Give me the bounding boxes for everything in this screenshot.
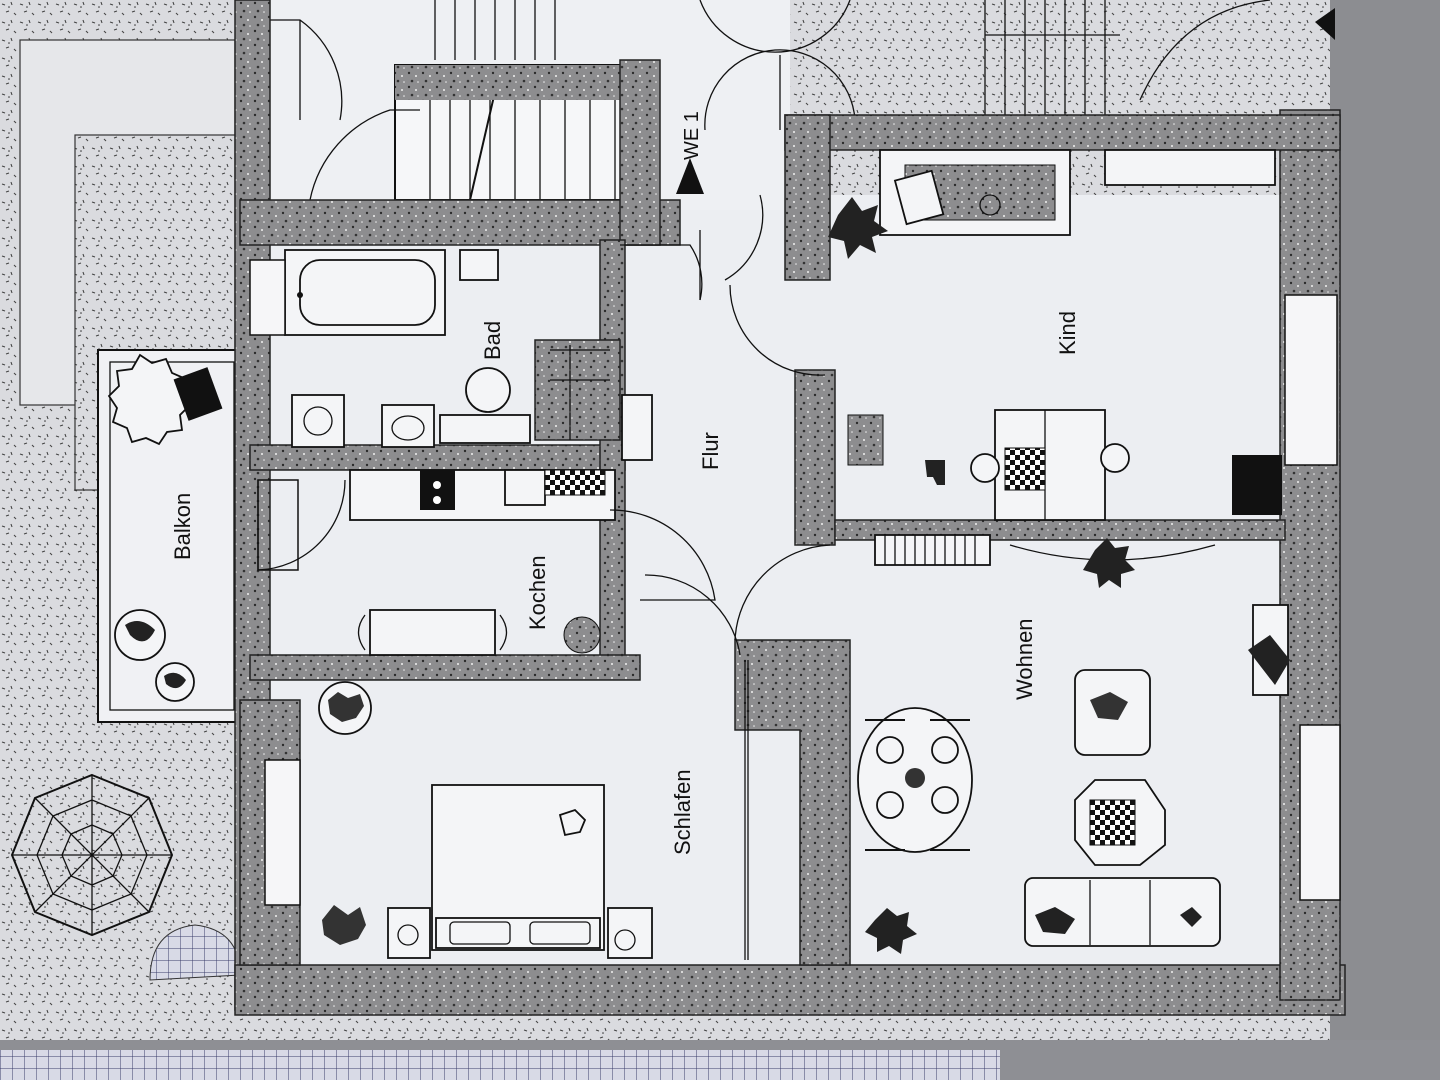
wall-kitchen-bottom [249, 654, 641, 681]
coffee-table-icon [1074, 779, 1166, 866]
room-label-bad: Bad [480, 321, 505, 360]
unit-entry-marker: WE 1 [676, 111, 704, 194]
kochen-door-swing [609, 509, 716, 601]
kind-door-swing [729, 284, 826, 376]
shaft-lines [550, 345, 610, 440]
bath-window [249, 259, 286, 336]
bedroom-window [264, 759, 301, 906]
staircase-right [984, 0, 1271, 125]
wohnen-plant-icon [1083, 538, 1135, 588]
entry-door-swing [620, 194, 764, 301]
sink-icon [381, 404, 435, 448]
wohnen-window [1299, 724, 1341, 901]
staircase-top [434, 0, 556, 60]
stair-door-swings [240, 0, 856, 201]
wall-top-right [784, 114, 1341, 151]
rocking-horse-icon [925, 460, 945, 485]
tv-stand-icon [1248, 604, 1290, 696]
dining-chairs [865, 719, 970, 851]
room-label-kochen: Kochen [525, 555, 550, 630]
kind-wardrobe [1104, 149, 1276, 186]
room-label-wohnen: Wohnen [1012, 618, 1037, 700]
bedroom-plant-icon [318, 681, 372, 735]
kitchen-counter [349, 469, 616, 521]
bath-mat-icon [459, 249, 499, 281]
nightstand-right-icon [607, 907, 653, 959]
desk-icon [994, 409, 1106, 521]
wall-kind-left [794, 369, 836, 546]
kind-window [1284, 294, 1338, 466]
unit-marker-label: WE 1 [681, 111, 703, 160]
dining-table-icon [857, 707, 973, 853]
corner-marker-icon [1315, 8, 1335, 40]
staircase-left [394, 64, 641, 201]
umbrella-icon [107, 353, 223, 446]
kind-plant-icon [828, 197, 888, 259]
room-label-schlafen: Schlafen [670, 769, 695, 855]
wardrobe-line [744, 660, 749, 960]
paper-edge [1330, 0, 1440, 1080]
plant-pot-icon [114, 609, 195, 702]
wall-bath-shaft [534, 339, 621, 441]
kitchen-plant-icon [563, 616, 601, 654]
wohnen-door-swing [734, 544, 831, 641]
desk-chair-2-icon [1100, 443, 1130, 473]
radiator-bath [621, 394, 653, 461]
balcony-inner [109, 361, 235, 711]
wohnen-plant-2-icon [865, 908, 917, 954]
toy-box-icon [847, 414, 884, 466]
child-bed-icon [879, 149, 1071, 236]
radiator-wohnen [874, 534, 991, 566]
armchair-icon [1074, 669, 1151, 756]
toilet-icon [439, 367, 531, 444]
exterior-wall-bottom [234, 964, 1346, 1016]
desk-chair-icon [970, 453, 1000, 483]
armchair-kind-icon [1232, 455, 1282, 515]
wall-bedroom-right [734, 639, 851, 966]
kitchen-table-icon [357, 609, 508, 656]
bedroom-plant-2-icon [322, 905, 366, 945]
kitchen-door-swing [257, 479, 346, 571]
garden-parasol-icon [10, 773, 174, 937]
room-label-flur: Flur [698, 432, 723, 470]
room-label-balkon: Balkon [170, 493, 195, 560]
bathtub-icon [284, 249, 446, 336]
nightstand-left-icon [387, 907, 431, 959]
wall-top-left [239, 199, 681, 246]
wall-bath-kitchen [249, 444, 626, 471]
graph-paper-strip [0, 1050, 1000, 1080]
room-label-kind: Kind [1055, 311, 1080, 355]
washing-machine-icon [291, 394, 345, 448]
double-bed-icon [431, 784, 605, 951]
wall-stair-right [784, 114, 831, 281]
wall-stair-divider [619, 59, 661, 246]
sofa-icon [1024, 877, 1221, 947]
